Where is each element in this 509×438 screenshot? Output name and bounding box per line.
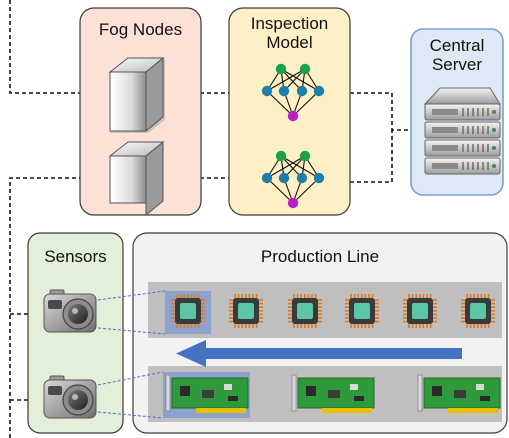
nn-hidden-node xyxy=(313,85,325,97)
chip-icon xyxy=(461,294,495,328)
nn-hidden-node xyxy=(278,172,290,184)
production-line-label: Production Line xyxy=(260,247,380,266)
central-server-label-line2: Server xyxy=(431,55,483,74)
sensors-label: Sensors xyxy=(44,247,107,266)
board-row xyxy=(165,374,501,413)
fog-node-icon xyxy=(108,56,165,133)
fog-node-icon xyxy=(108,140,165,217)
nn-hidden-node xyxy=(296,172,308,184)
camera-view-lines xyxy=(97,290,166,419)
server-unit xyxy=(424,121,501,139)
nn-hidden-node xyxy=(296,85,308,97)
inspection-model-panel xyxy=(228,7,351,216)
nn-hidden-node xyxy=(261,172,273,184)
camera-icon xyxy=(43,289,97,333)
server-unit xyxy=(424,139,501,157)
nn-hidden-node xyxy=(313,172,325,184)
fog-nodes-label: Fog Nodes xyxy=(98,20,183,39)
chip-icon xyxy=(229,294,263,328)
neural-network-icon xyxy=(261,150,325,209)
server-rack-icon xyxy=(423,87,501,175)
link-top-left xyxy=(9,0,110,94)
nn-output-node xyxy=(287,110,299,122)
link-bottom-left xyxy=(9,177,110,438)
neural-network-icon xyxy=(261,63,325,122)
nn-input-node xyxy=(299,150,311,162)
link-model-server-1 xyxy=(322,92,418,131)
central-server-label-line1: Central xyxy=(429,36,485,55)
nn-hidden-node xyxy=(278,85,290,97)
flow-arrow-icon xyxy=(176,340,462,367)
camera-icon xyxy=(43,375,97,419)
nn-hidden-node xyxy=(261,85,273,97)
circuit-board-icon xyxy=(291,374,375,413)
chip-icon xyxy=(345,294,379,328)
inspection-model-label-line2: Model xyxy=(266,33,313,52)
nn-input-node xyxy=(275,63,287,75)
chip-icon xyxy=(403,294,437,328)
inspection-model-label: Inspection Model xyxy=(229,14,350,52)
server-unit xyxy=(424,103,501,121)
nn-input-node xyxy=(275,150,287,162)
nn-output-node xyxy=(287,197,299,209)
server-unit xyxy=(424,157,501,175)
chip-icon xyxy=(171,294,205,328)
central-server-label: Central Server xyxy=(411,36,503,74)
inspection-model-label-line1: Inspection xyxy=(250,14,329,33)
nn-input-node xyxy=(299,63,311,75)
circuit-board-icon xyxy=(417,374,501,413)
chip-icon xyxy=(288,294,322,328)
circuit-board-icon xyxy=(165,374,249,413)
chip-row xyxy=(171,294,495,328)
